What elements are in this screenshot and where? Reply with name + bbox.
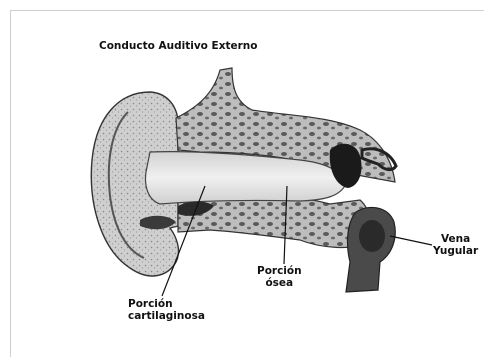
label-osea-line1: Porción	[257, 265, 302, 277]
label-vena-yugular: Vena Yugular	[433, 233, 478, 257]
label-vena-line1: Vena	[433, 233, 478, 245]
label-vena-line2: Yugular	[433, 245, 478, 257]
jugular-lumen	[359, 220, 385, 252]
diagram-title: Conducto Auditivo Externo	[99, 40, 258, 52]
leader-vena-yugular	[390, 236, 432, 245]
label-cart-line2: cartilaginosa	[128, 310, 205, 322]
label-cart-line1: Porción	[128, 298, 205, 310]
label-porcion-osea: Porción ósea	[257, 265, 302, 289]
label-porcion-cartilaginosa: Porción cartilaginosa	[128, 298, 205, 322]
label-osea-line2: ósea	[257, 277, 302, 289]
